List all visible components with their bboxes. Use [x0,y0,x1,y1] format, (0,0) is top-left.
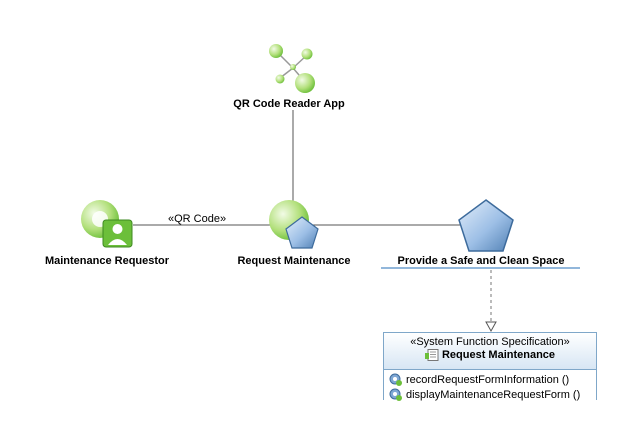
goal-pentagon-icon[interactable] [458,199,514,252]
spec-document-icon [424,349,439,361]
qr-app-label: QR Code Reader App [233,98,345,110]
operation-gear-icon [389,373,402,386]
spec-stereotype: «System Function Specification» [410,336,570,348]
request-maintenance-label: Request Maintenance [237,255,351,267]
operation-row[interactable]: recordRequestFormInformation () [389,372,596,387]
actor-person-icon[interactable] [81,200,133,248]
spec-operations: recordRequestFormInformation () displayM… [384,370,596,402]
dependency-arrowhead [485,321,497,333]
operation-label: displayMaintenanceRequestForm () [406,388,581,401]
requestor-label: Maintenance Requestor [44,255,170,267]
operation-row[interactable]: displayMaintenanceRequestForm () [389,387,596,402]
spec-header: «System Function Specification» Request … [384,333,596,370]
function-spec-box[interactable]: «System Function Specification» Request … [383,332,597,402]
spec-title: Request Maintenance [441,349,556,361]
connector-stereotype-label: «QR Code» [168,213,227,225]
operation-gear-icon [389,388,402,401]
use-case-function-icon[interactable] [269,200,319,249]
network-app-icon[interactable] [269,44,315,93]
operation-label: recordRequestFormInformation () [406,373,570,386]
goal-label: Provide a Safe and Clean Space [397,255,565,267]
